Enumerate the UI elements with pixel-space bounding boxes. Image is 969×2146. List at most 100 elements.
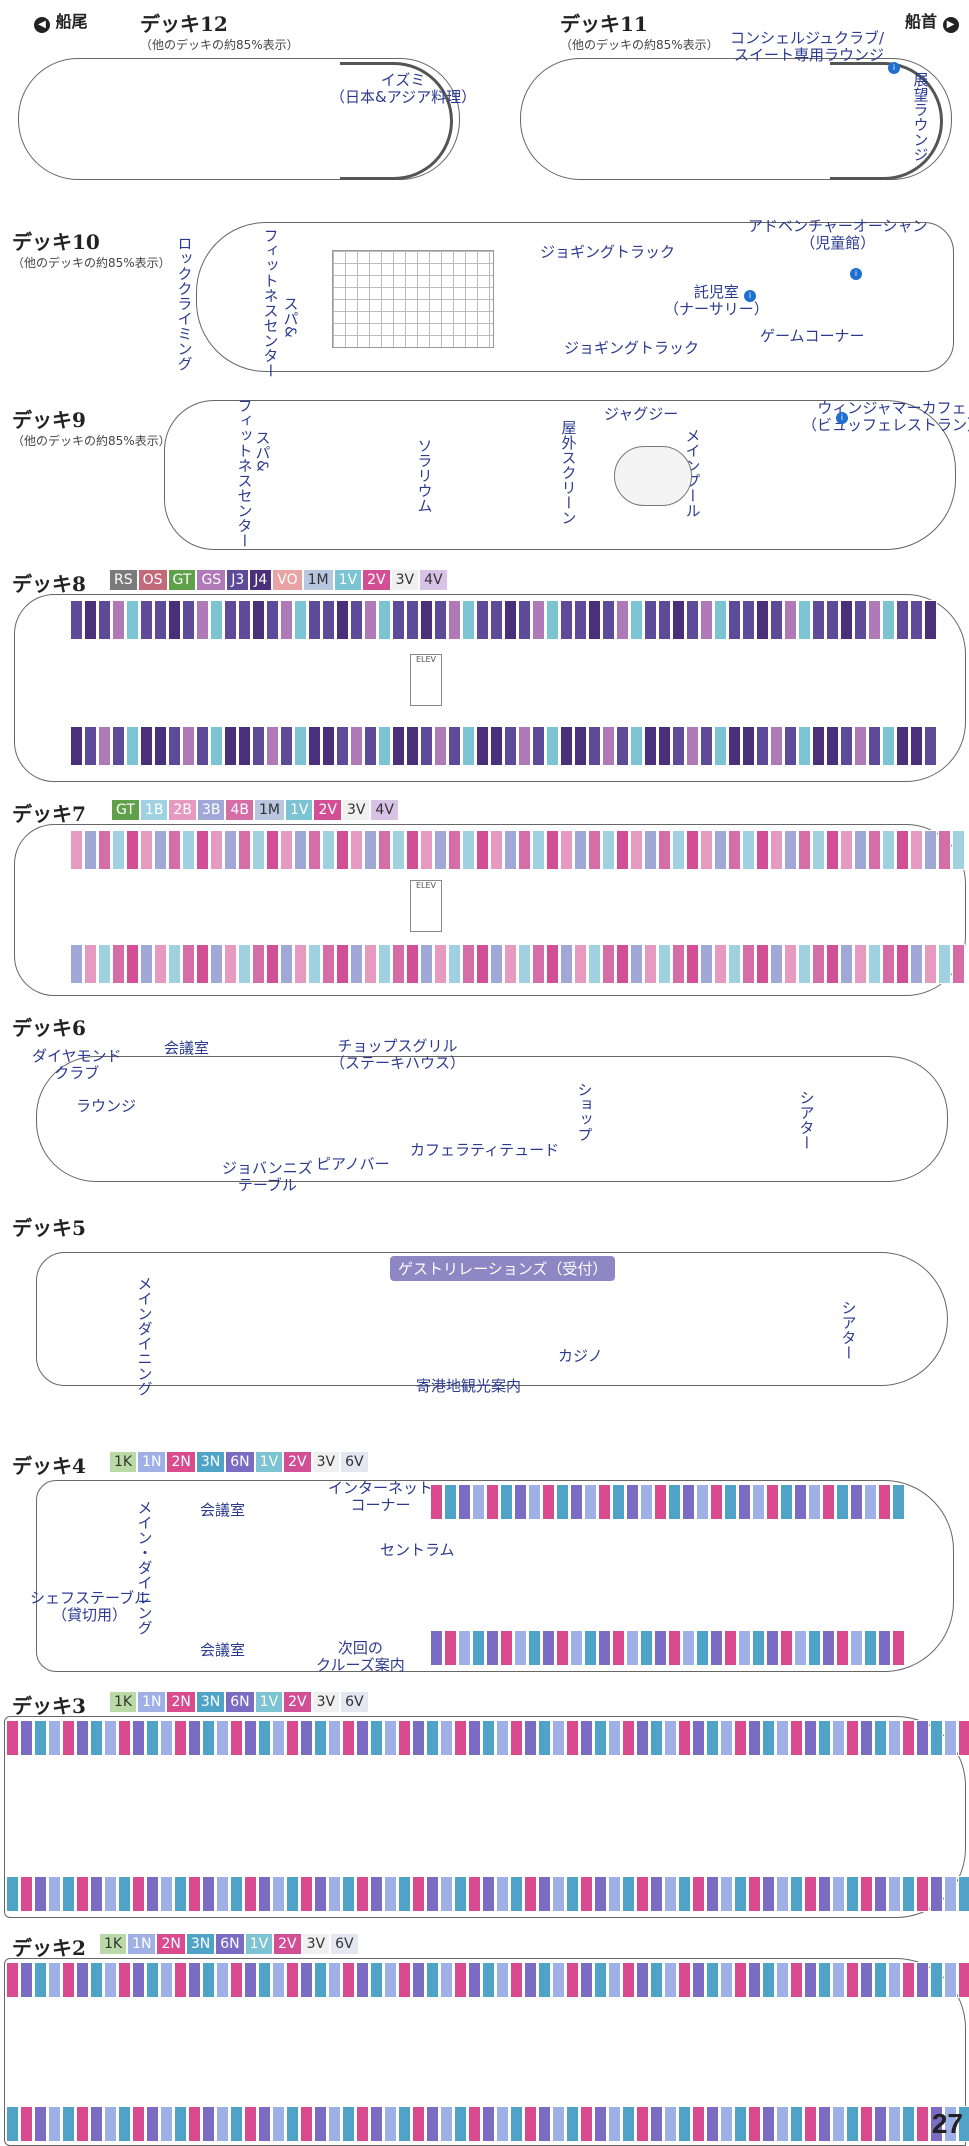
cabin-block [916, 1876, 929, 1912]
cabin-block [196, 726, 209, 766]
cabin-block [776, 1876, 789, 1912]
cabin-block [734, 2106, 747, 2142]
cabin-block [812, 830, 825, 870]
deck12-bow-curve [340, 62, 453, 180]
cabin-block [308, 600, 321, 640]
cabin-block [734, 1962, 747, 1998]
cabin-block [650, 2106, 663, 2142]
deck5-guest-relations: ゲストリレーションズ（受付） [390, 1256, 616, 1281]
cabin-block [482, 1720, 495, 1756]
cabin-block [952, 830, 965, 870]
cabin-block [378, 726, 391, 766]
cabin-block [696, 1484, 709, 1520]
deck6-theater: シアター [797, 1090, 816, 1150]
cabin-block [654, 1630, 667, 1666]
cabin-block [398, 1720, 411, 1756]
cabin-block [430, 1484, 443, 1520]
cabin-block [62, 2106, 75, 2142]
cabin-block [132, 2106, 145, 2142]
cabin-block [146, 1962, 159, 1998]
cabin-block [770, 600, 783, 640]
cabin-block [860, 1876, 873, 1912]
cabin-block [188, 1876, 201, 1912]
cabin-block [808, 1484, 821, 1520]
legend-gt: GT [168, 570, 196, 590]
cabin-block [622, 1720, 635, 1756]
cabin-block [854, 726, 867, 766]
cabin-block [682, 1484, 695, 1520]
cabin-block [216, 2106, 229, 2142]
cabin-block [542, 1630, 555, 1666]
cabin-block [160, 1876, 173, 1912]
deck2-cabins-bottom [6, 2106, 969, 2142]
cabin-block [868, 944, 881, 984]
cabin-block [174, 2106, 187, 2142]
cabin-block [874, 1876, 887, 1912]
cabin-block [440, 2106, 453, 2142]
cabin-block [336, 726, 349, 766]
cabin-block [672, 600, 685, 640]
cabin-block [458, 1484, 471, 1520]
cabin-block [252, 726, 265, 766]
cabin-block [706, 1876, 719, 1912]
cabin-block [700, 726, 713, 766]
bow-indicator: 船首 ▶ [905, 8, 959, 33]
deck12-izumi: イズミ （日本&アジア料理） [330, 71, 477, 107]
cabin-block [126, 944, 139, 984]
cabin-block [532, 726, 545, 766]
cabin-block [490, 830, 503, 870]
deck9-title: デッキ9 [12, 408, 86, 432]
cabin-block [650, 1962, 663, 1998]
cabin-block [790, 1876, 803, 1912]
cabin-block [154, 726, 167, 766]
cabin-block [496, 1876, 509, 1912]
cabin-block [90, 1720, 103, 1756]
cabin-block [944, 1876, 957, 1912]
cabin-block [860, 2106, 873, 2142]
cabin-block [356, 1962, 369, 1998]
legend-4v: 4V [371, 800, 398, 820]
cabin-block [584, 1484, 597, 1520]
cabin-block [594, 1720, 607, 1756]
cabin-block [650, 1720, 663, 1756]
cabin-block [850, 1630, 863, 1666]
deck6-piano: ピアノバー [316, 1155, 390, 1173]
cabin-block [300, 2106, 313, 2142]
cabin-block [160, 1962, 173, 1998]
cabin-block [336, 830, 349, 870]
cabin-block [780, 1630, 793, 1666]
cabin-block [682, 1630, 695, 1666]
cabin-block [350, 600, 363, 640]
cabin-block [322, 830, 335, 870]
cabin-block [188, 1962, 201, 1998]
cabin-block [140, 830, 153, 870]
cabin-block [598, 1630, 611, 1666]
legend-os: OS [138, 570, 167, 590]
cabin-block [574, 726, 587, 766]
cabin-block [626, 1630, 639, 1666]
deck11-title: デッキ11 [560, 12, 648, 36]
cabin-block [84, 600, 97, 640]
cabin-block [406, 600, 419, 640]
cabin-block [20, 1720, 33, 1756]
cabin-block [308, 830, 321, 870]
cabin-block [34, 2106, 47, 2142]
cabin-block [552, 1962, 565, 1998]
legend-6n: 6N [216, 1934, 244, 1954]
cabin-block [868, 830, 881, 870]
cabin-block [776, 1720, 789, 1756]
legend-rs: RS [110, 570, 137, 590]
cabin-block [798, 600, 811, 640]
cabin-block [776, 2106, 789, 2142]
cabin-block [762, 1720, 775, 1756]
cabin-block [322, 726, 335, 766]
cabin-block [174, 1720, 187, 1756]
cabin-block [910, 944, 923, 984]
cabin-block [370, 1876, 383, 1912]
cabin-block [818, 1962, 831, 1998]
cabin-block [574, 830, 587, 870]
deck4-chefs-table: シェフステーブル （貸切用） [30, 1589, 150, 1625]
cabin-block [612, 1484, 625, 1520]
cabin-block [860, 1720, 873, 1756]
deck7-elevators: ELEV [410, 880, 442, 932]
